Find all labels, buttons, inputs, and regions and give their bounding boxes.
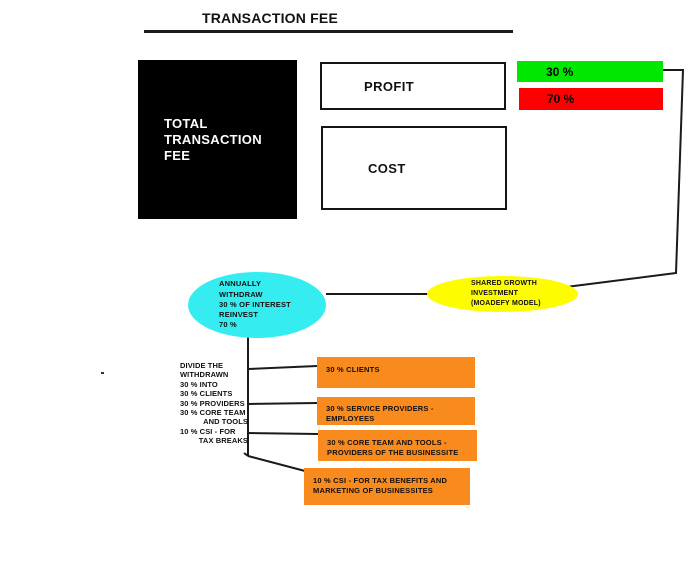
divide-note-line: 30 % CORE TEAM [180,408,246,418]
connector-branch-csi-diagonal [247,455,306,472]
divide-note-line: 30 % CLIENTS [180,389,233,399]
divide-note-line: 10 % CSI - FOR [180,426,236,436]
cost-label: COST [368,160,406,176]
connector-branch-clients [247,365,318,370]
divide-note-line: AND TOOLS [203,417,248,427]
allocation-box-csi: 10 % CSI - FOR TAX BENEFITS AND MARKETIN… [304,468,470,505]
stray-dot-mark [101,372,104,374]
profit-percentage-bar: 30 % [517,61,663,82]
page-title: TRANSACTION FEE [202,10,338,26]
divide-note-line: 30 % PROVIDERS [180,398,245,408]
divide-note-line: DIVIDE THE [180,361,224,370]
divide-note-line: 30 % INTO [180,379,218,389]
connector-branch-csi [243,452,249,457]
total-transaction-fee-box: TOTAL TRANSACTION FEE [138,60,297,219]
profit-label: PROFIT [364,78,415,94]
total-transaction-fee-label: TOTAL TRANSACTION FEE [164,115,262,163]
title-underline [144,30,513,33]
profit-percentage-label: 30 % [546,64,574,79]
connector-branch-providers [247,402,318,405]
connector-branch-core-team [247,432,319,435]
annually-withdraw-ellipse: ANNUALLY WITHDRAW 30 % OF INTEREST REINV… [188,272,326,338]
cost-percentage-label: 70 % [547,92,575,106]
divide-note-line: WITHDRAWN [180,370,229,380]
divide-note-block: DIVIDE THE WITHDRAWN 30 % INTO 30 % CLIE… [180,361,248,446]
allocation-box-core-team: 30 % CORE TEAM AND TOOLS - PROVIDERS OF … [318,430,477,461]
cost-box: COST [321,126,507,210]
cost-percentage-bar: 70 % [519,88,663,110]
divide-note-line: TAX BREAKS [198,436,248,446]
profit-box: PROFIT [320,62,506,110]
allocation-box-clients: 30 % CLIENTS [317,357,475,388]
shared-growth-label: SHARED GROWTH INVESTMENT (MOADEFY MODEL) [471,280,541,307]
annually-withdraw-label: ANNUALLY WITHDRAW 30 % OF INTEREST REINV… [219,279,291,330]
allocation-box-service-providers: 30 % SERVICE PROVIDERS - EMPLOYEES [317,397,475,425]
shared-growth-ellipse: SHARED GROWTH INVESTMENT (MOADEFY MODEL) [427,276,578,312]
